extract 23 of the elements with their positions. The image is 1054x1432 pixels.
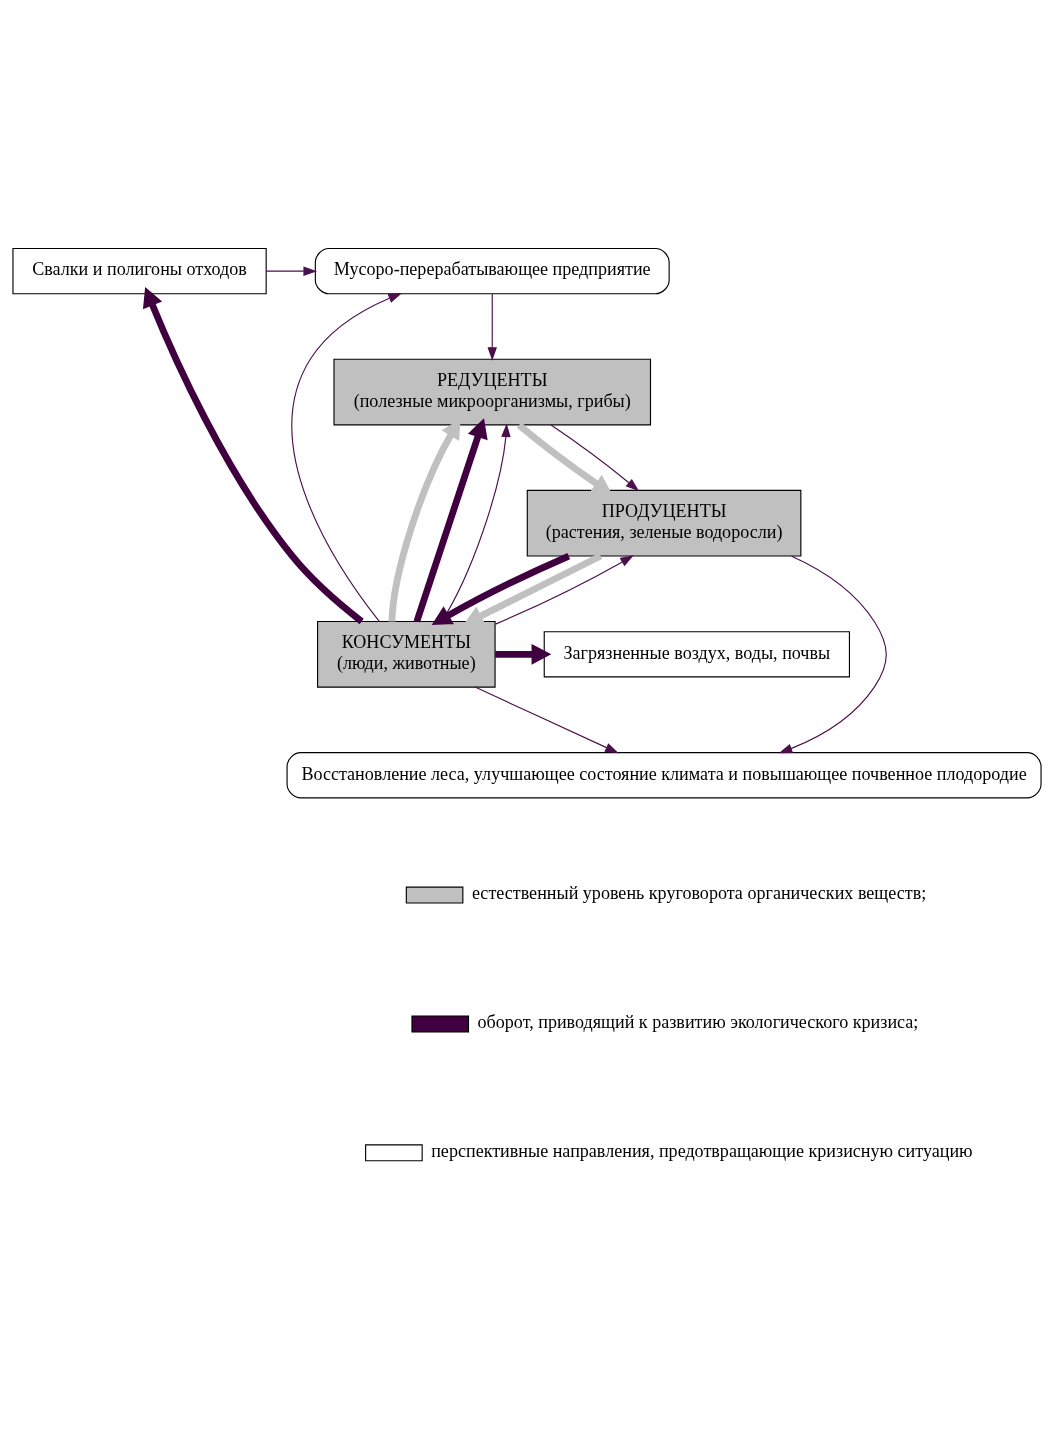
arrow xyxy=(431,552,571,625)
arrow xyxy=(487,292,497,361)
node-box: КОНСУМЕНТЫ (люди, животные) xyxy=(317,620,496,688)
node-box: Восстановление леса, улучшающее состояние климата и повышающее почвенное плодородие xyxy=(286,751,1042,798)
node-box: РЕДУЦЕНТЫ (полезные микроорганизмы, грибы) xyxy=(333,358,652,425)
legend-label: оборот, приводящий к развитию экологического кризиса; xyxy=(477,1011,919,1032)
legend-label: перспективные направления, предотвращающие кризисную ситуацию xyxy=(431,1140,973,1161)
legend-label: естественный уровень круговорота органических веществ; xyxy=(471,882,927,903)
arrow xyxy=(778,555,887,753)
arrow xyxy=(474,686,619,753)
arrow xyxy=(495,643,552,665)
arrow xyxy=(265,265,317,276)
node-box: Мусоро-перерабатывающее предприятие xyxy=(314,247,670,294)
arrow xyxy=(291,292,402,622)
arrow xyxy=(413,417,488,623)
arrow xyxy=(463,552,603,625)
node-box: Свалки и полигоны отходов xyxy=(12,247,267,294)
arrow xyxy=(142,286,364,624)
node-box: ПРОДУЦЕНТЫ (растения, зеленые водоросли) xyxy=(526,489,802,557)
arrow xyxy=(550,424,640,491)
node-box: Загрязненные воздух, воды, почвы xyxy=(543,630,850,677)
arrow xyxy=(494,554,634,625)
arrow xyxy=(516,421,613,494)
